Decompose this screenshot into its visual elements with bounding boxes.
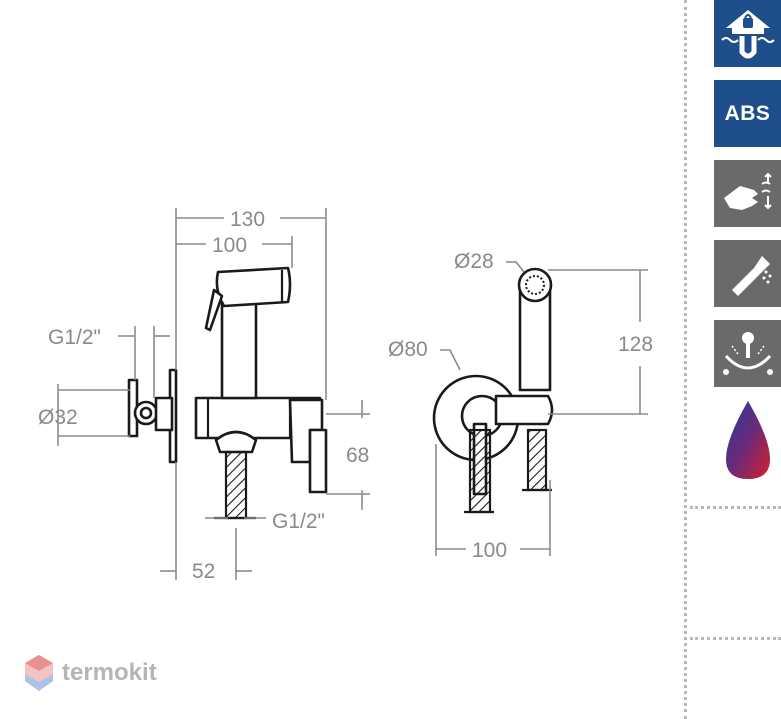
- dim-front-width: 100: [472, 539, 507, 562]
- abs-badge: ABS: [714, 80, 781, 147]
- backflow-protection-icon: [720, 9, 775, 58]
- hot-cold-drop-icon: [725, 400, 770, 479]
- brand-name: termokit: [62, 659, 157, 686]
- hot-cold-drop-badge: [714, 398, 781, 479]
- side-dimensions: [57, 208, 370, 580]
- dim-thread-top: G1/2": [48, 326, 101, 349]
- hand-wash-badge: [714, 160, 781, 227]
- dim-diameter-side: Ø32: [38, 406, 78, 429]
- dim-offset-bottom: 52: [192, 560, 215, 583]
- dim-height-side: 68: [346, 444, 369, 467]
- abs-badge-label: ABS: [724, 101, 771, 125]
- dim-handset-diameter: Ø28: [454, 250, 494, 273]
- front-view: [432, 267, 554, 514]
- hand-shower-badge: [714, 240, 781, 307]
- termokit-logo-icon: [25, 655, 53, 691]
- hot-cold-control-icon: [722, 331, 773, 375]
- dim-plate-diameter: Ø80: [388, 338, 428, 361]
- backflow-protection-badge: [714, 0, 781, 67]
- sidebar-divider: [684, 0, 687, 719]
- sidebar-row-divider: [690, 506, 781, 509]
- side-view: [127, 266, 328, 520]
- dim-handset-width: 100: [212, 234, 247, 257]
- dim-holder-height: 128: [618, 333, 653, 356]
- dim-overall-width: 130: [230, 208, 265, 231]
- hand-wash-icon: [723, 172, 772, 210]
- dim-thread-bottom: G1/2": [272, 510, 325, 533]
- hand-shower-icon: [731, 255, 771, 296]
- front-dimensions: [435, 261, 648, 556]
- brand-logo: termokit: [24, 654, 157, 692]
- sidebar-row-divider: [690, 637, 781, 640]
- hot-cold-control-badge: [714, 320, 781, 387]
